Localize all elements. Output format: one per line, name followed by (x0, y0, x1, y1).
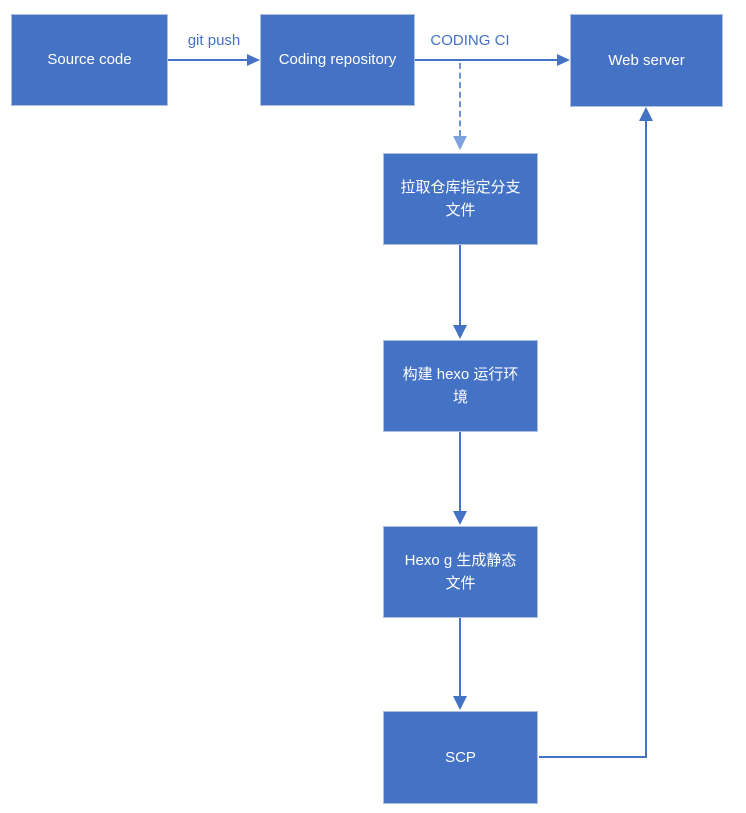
node-coding-repository: Coding repository (260, 14, 415, 106)
node-hexo-generate: Hexo g 生成静态文件 (383, 526, 538, 618)
edge-git-push-line (168, 59, 249, 61)
node-source-code: Source code (11, 14, 168, 106)
node-scp: SCP (383, 711, 538, 804)
arrowhead-right-icon (247, 54, 260, 66)
arrowhead-right-icon (557, 54, 570, 66)
node-build-hexo: 构建 hexo 运行环境 (383, 340, 538, 432)
node-web-server: Web server (570, 14, 723, 107)
arrowhead-up-icon (639, 107, 653, 121)
edge-scp-to-web-hline (539, 756, 647, 758)
edge-label-git-push: git push (187, 32, 241, 49)
edge-label-coding-ci: CODING CI (430, 32, 510, 49)
arrowhead-down-icon (453, 325, 467, 339)
edge-scp-to-web-vline (645, 121, 647, 758)
edge-dashed-drop-line (459, 63, 461, 136)
arrowhead-down-icon (453, 696, 467, 710)
edge-pull-to-build-line (459, 245, 461, 326)
arrowhead-down-icon (453, 511, 467, 525)
edge-generate-to-scp-line (459, 618, 461, 697)
edge-coding-ci-line (415, 59, 559, 61)
arrowhead-down-icon (453, 136, 467, 150)
node-pull-branch: 拉取仓库指定分支文件 (383, 153, 538, 245)
edge-build-to-generate-line (459, 432, 461, 512)
